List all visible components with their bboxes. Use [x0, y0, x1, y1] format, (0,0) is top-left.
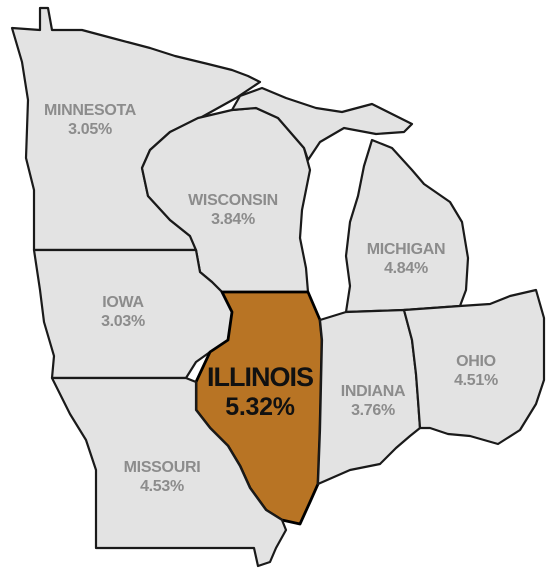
- state-name-missouri: MISSOURI: [123, 459, 201, 476]
- state-value-minnesota: 3.05%: [68, 121, 112, 138]
- label-ohio: OHIO 4.51%: [426, 352, 526, 391]
- state-michigan[interactable]: [344, 138, 470, 314]
- label-indiana: INDIANA 3.76%: [318, 382, 428, 421]
- state-name-illinois: ILLINOIS: [207, 362, 314, 392]
- state-name-michigan: MICHIGAN: [366, 241, 446, 258]
- label-illinois: ILLINOIS 5.32%: [190, 362, 330, 422]
- state-value-indiana: 3.76%: [351, 402, 395, 419]
- label-michigan: MICHIGAN 4.84%: [346, 240, 466, 279]
- state-value-michigan: 4.84%: [384, 260, 428, 277]
- state-name-iowa: IOWA: [102, 294, 144, 311]
- label-wisconsin: WISCONSIN 3.84%: [173, 191, 293, 230]
- state-missouri[interactable]: [50, 376, 288, 568]
- state-value-ohio: 4.51%: [454, 372, 498, 389]
- state-name-wisconsin: WISCONSIN: [188, 192, 278, 209]
- state-name-indiana: INDIANA: [340, 383, 406, 400]
- state-michigan-upper-peninsula[interactable]: [230, 86, 414, 162]
- state-name-ohio: OHIO: [456, 353, 496, 370]
- state-value-wisconsin: 3.84%: [211, 211, 255, 228]
- state-ohio[interactable]: [402, 288, 546, 446]
- state-name-minnesota: MINNESOTA: [43, 102, 137, 119]
- label-iowa: IOWA 3.03%: [63, 293, 183, 332]
- label-minnesota: MINNESOTA 3.05%: [30, 101, 150, 140]
- label-missouri: MISSOURI 4.53%: [102, 458, 222, 497]
- state-value-iowa: 3.03%: [101, 313, 145, 330]
- state-value-illinois: 5.32%: [225, 393, 295, 421]
- state-value-missouri: 4.53%: [140, 478, 184, 495]
- state-minnesota[interactable]: [10, 6, 262, 252]
